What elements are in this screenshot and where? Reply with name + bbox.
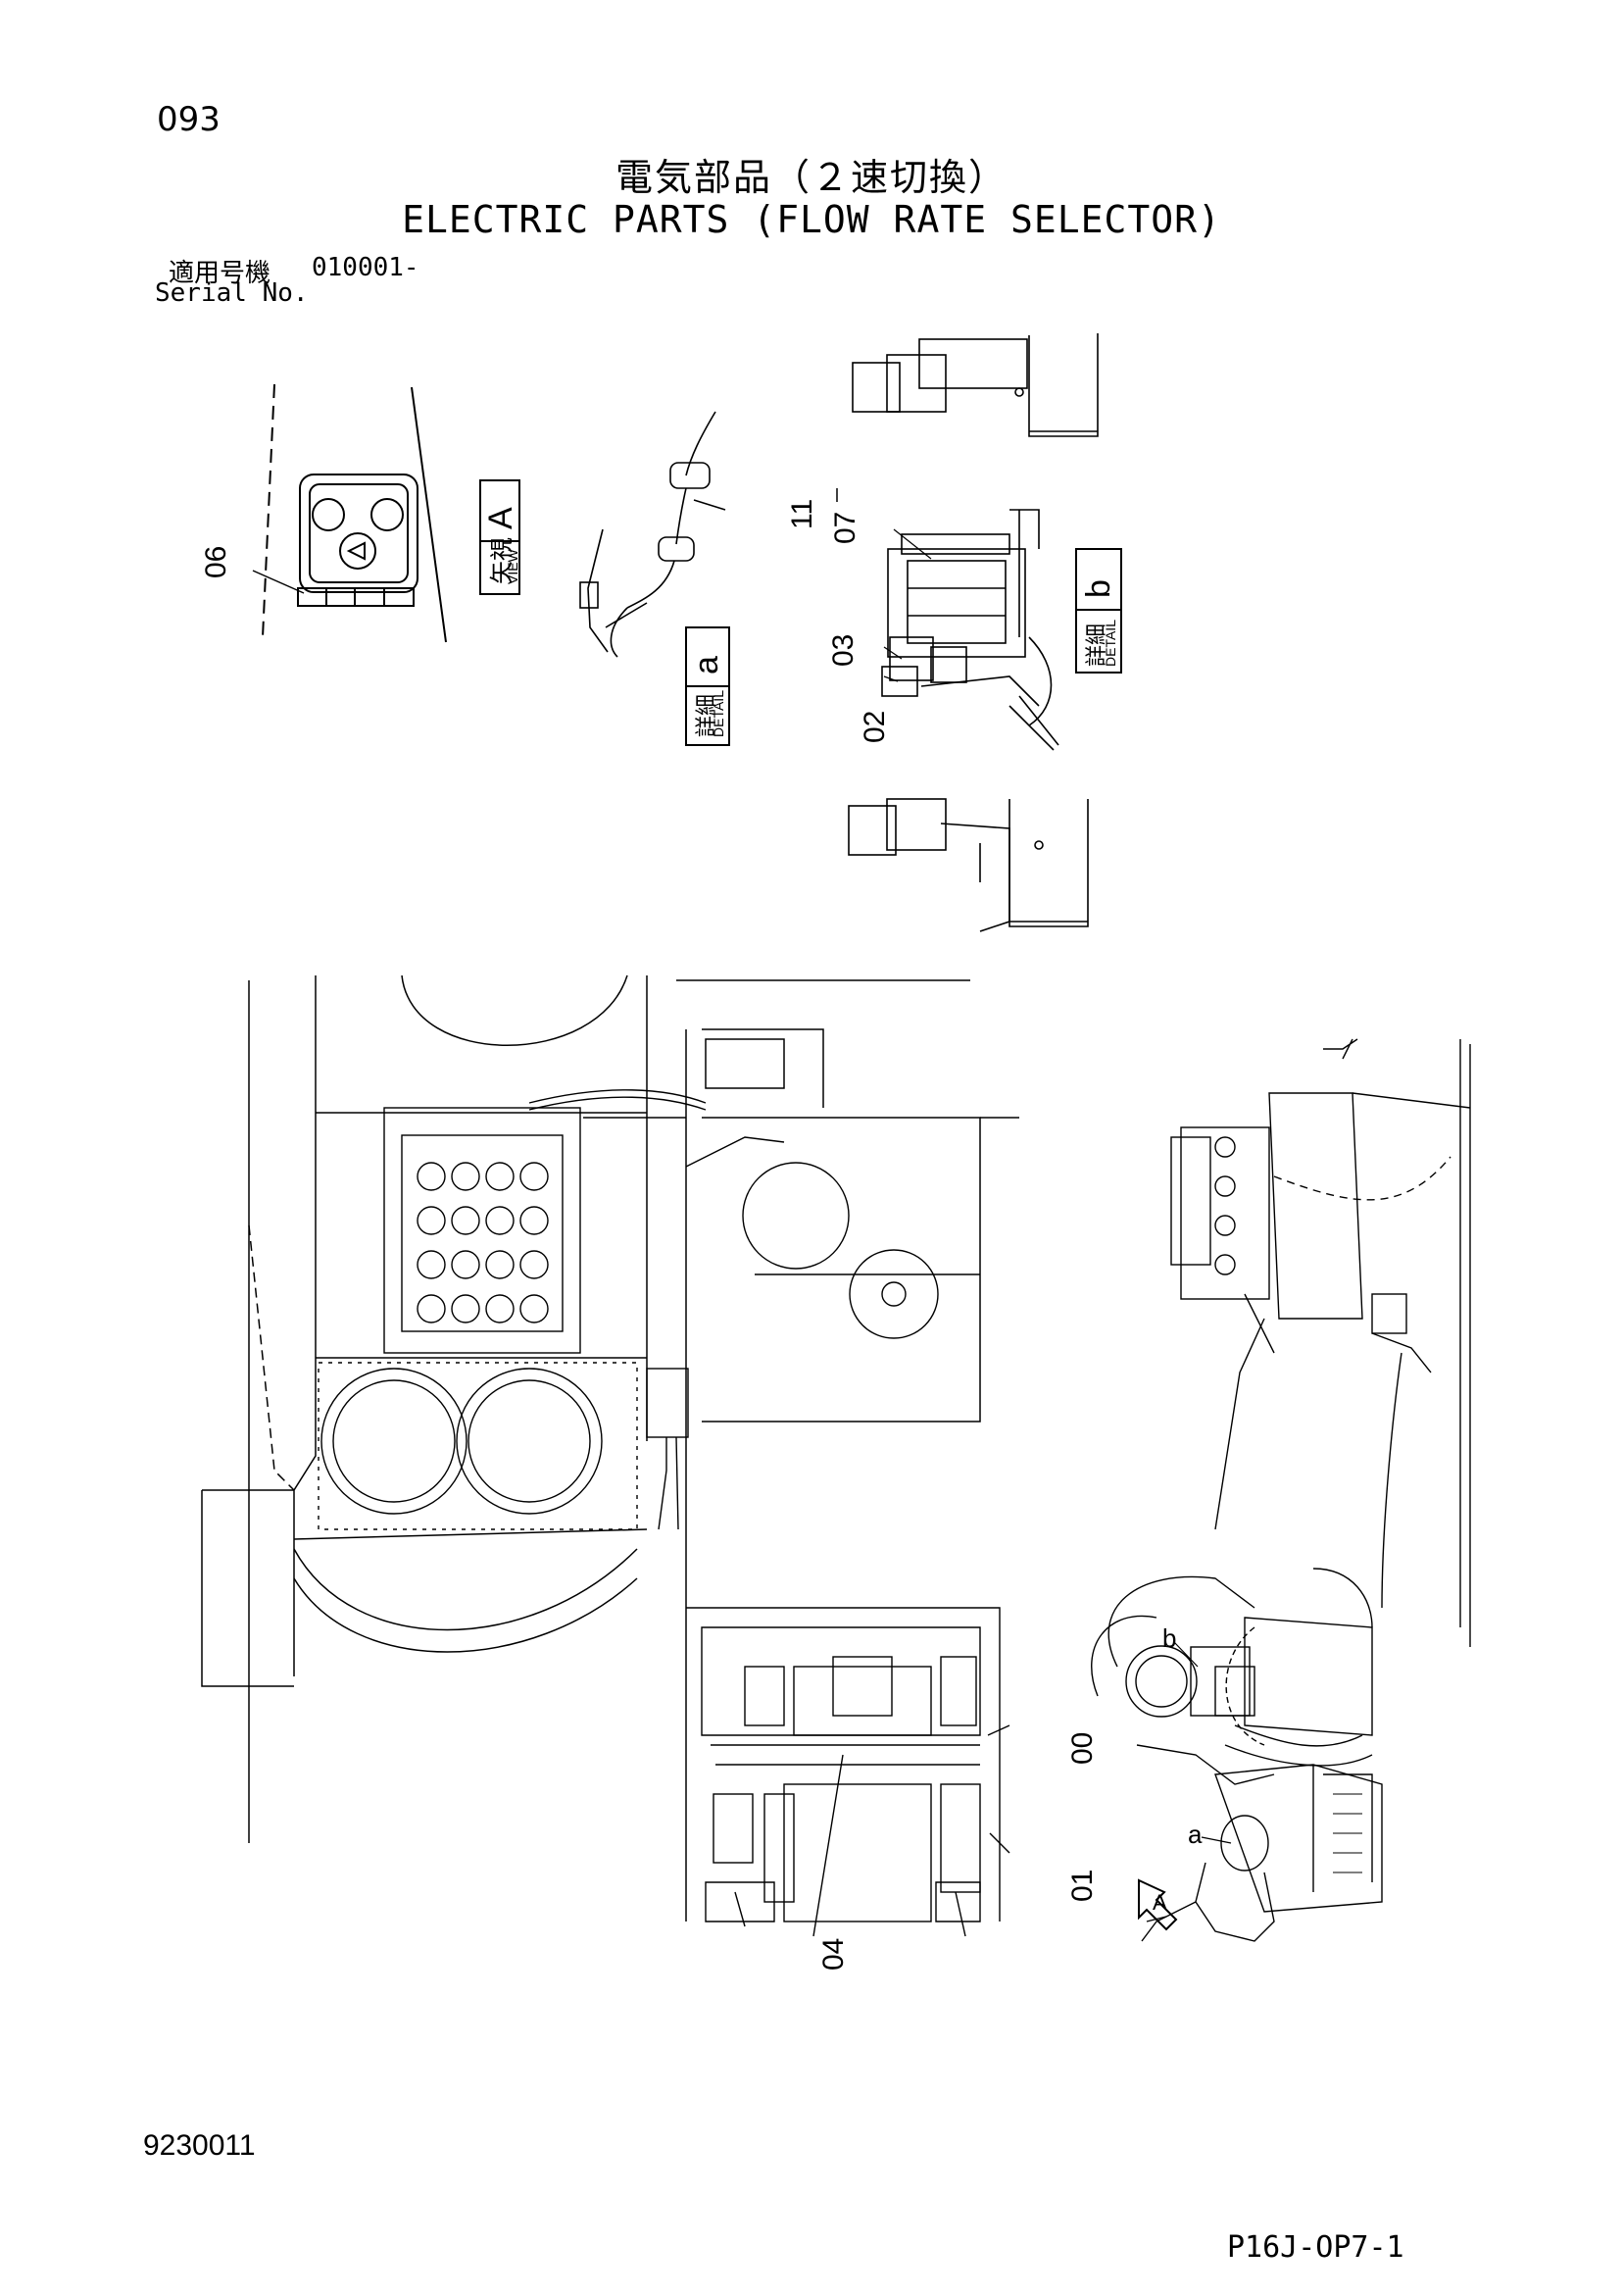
detail-a-en-label: DETAIL [711, 690, 726, 737]
detail-a-jp-label: 詳細 [694, 694, 718, 737]
detail-b-top-bracket [852, 333, 1099, 437]
iso-view-arrow-label: A [1153, 1890, 1167, 1915]
title-japanese: 電気部品（２速切換） [615, 156, 1008, 199]
detail-b-letter: b [1080, 579, 1117, 598]
detail-b-label-box: 詳細 DETAIL b [1075, 548, 1122, 674]
callout-02: 02 [859, 711, 891, 743]
callout-01: 01 [1066, 1870, 1099, 1902]
main-engine-circles [685, 1136, 939, 1339]
detail-b-controller [881, 509, 1059, 751]
view-a-letter: A [482, 507, 519, 529]
view-a-switch-panel [252, 383, 447, 643]
serial-label-english: Serial No. [155, 278, 309, 308]
title-english: ELECTRIC PARTS (FLOW RATE SELECTOR) [402, 198, 1221, 241]
main-frame [201, 974, 1019, 1922]
callout-07: 07 [829, 512, 861, 544]
view-a-jp-label: 矢視 [489, 537, 516, 584]
detail-b-jp-label: 詳細 [1084, 624, 1108, 667]
detail-a-harness [579, 411, 726, 658]
callout-06: 06 [200, 546, 232, 578]
iso-callout-b: b [1162, 1623, 1176, 1653]
view-a-label-box: 矢視 VIEW A [479, 479, 520, 595]
detail-a-label-box: 詳細 DETAIL a [685, 626, 730, 746]
serial-label-japanese: 適用号機 [169, 259, 271, 288]
serial-value: 010001- [312, 253, 419, 282]
main-cab-controller [686, 1607, 1010, 1937]
iso-control-valve [1170, 1039, 1471, 1647]
main-swing-bearing [318, 1362, 638, 1530]
iso-controller-box [1190, 1617, 1373, 1767]
detail-b-bottom-bracket [848, 798, 1089, 932]
callout-00: 00 [1066, 1732, 1099, 1765]
view-a-en-label: VIEW [505, 548, 520, 584]
detail-a-letter: a [688, 656, 725, 674]
iso-callout-a: a [1188, 1820, 1203, 1849]
iso-cab-left [1091, 1575, 1275, 1785]
detail-b-en-label: DETAIL [1103, 620, 1118, 667]
iso-view-arrow [1138, 1878, 1178, 1931]
page-number: 093 [157, 100, 221, 139]
callout-04: 04 [817, 1938, 850, 1971]
callout-03: 03 [827, 634, 860, 667]
main-center-joint [646, 1368, 689, 1530]
callout-11: 11 [786, 499, 818, 529]
document-number: 9230011 [143, 2129, 256, 2162]
iso-hose-routing [1214, 1038, 1402, 1609]
iso-seat-console [1141, 1568, 1383, 1942]
drawing-code: P16J-OP7-1 [1227, 2230, 1404, 2265]
main-control-valve [383, 1089, 707, 1354]
